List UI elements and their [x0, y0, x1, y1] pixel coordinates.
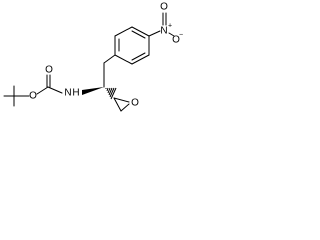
- atom-ester-oxygen: O: [29, 91, 37, 102]
- atom-carbonyl-oxygen: O: [45, 65, 53, 76]
- ring-inner-double-2: [131, 30, 146, 39]
- ring-bond-3: [131, 26, 150, 37]
- bond-epoxide-c1-o: [113, 97, 130, 103]
- atom-nitro-oxygen-top: O: [160, 2, 168, 13]
- atom-nitro-nitrogen: N: [160, 26, 167, 37]
- bond-nitro-single: [168, 32, 175, 37]
- atom-amide-nitrogen: N: [64, 88, 71, 99]
- atom-epoxide-oxygen: O: [131, 98, 139, 109]
- ring-bond-5: [131, 54, 150, 65]
- atom-amide-hydrogen: H: [72, 88, 79, 99]
- ring-inner-double-3: [131, 52, 146, 61]
- ring-bond-6: [114, 54, 133, 65]
- nitro-oxygen-charge: −: [179, 32, 183, 39]
- bond-epoxide-c2-o: [120, 103, 130, 112]
- atom-nitro-oxygen-right: O: [172, 35, 180, 46]
- nitro-nitrogen-charge: +: [168, 23, 172, 30]
- hashed-wedge-stereocenter-to-epoxide: [105, 87, 117, 100]
- bond-ch2-to-ring: [103, 54, 116, 64]
- bond-carbonyl-c-to-n: [47, 86, 63, 94]
- bond-epoxide-c1-c2: [113, 97, 122, 112]
- bond-ester-o-to-carbonyl-c: [36, 86, 49, 95]
- wedge-bond-stereocenter-to-nh: [82, 87, 104, 95]
- ring-bond-2: [114, 26, 133, 37]
- chemical-structure: O O N H O N + O O −: [3, 2, 183, 112]
- bond-ring-to-nitro: [148, 30, 161, 37]
